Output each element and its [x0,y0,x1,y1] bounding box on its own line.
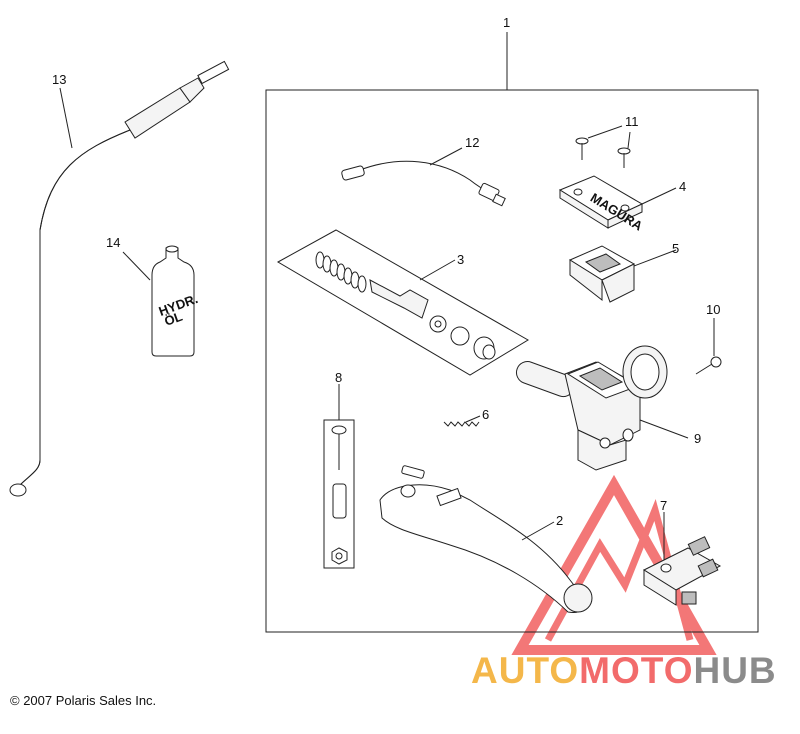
copyright-notice: © 2007 Polaris Sales Inc. [10,693,157,708]
hydraulic-oil-bottle: HYDR. ÖL [122,245,200,357]
watermark-text: AUTOMOTOHUB [471,650,777,692]
callout-13: 13 [52,72,66,87]
hydraulic-hose [9,60,230,497]
brake-lever [379,465,593,614]
callout-3: 3 [457,252,464,267]
callout-5: 5 [672,241,679,256]
kit-box [265,89,759,633]
master-cylinder [515,345,689,471]
callout-4: 4 [679,179,686,194]
callout-6: 6 [482,407,489,422]
clamp-bolt [695,318,722,375]
watermark-part-moto: MOTO [579,650,694,691]
svg-text:ÖL: ÖL [162,309,184,329]
callout-7: 7 [660,498,667,513]
cap-screws [575,125,631,168]
callout-1: 1 [503,15,510,30]
watermark-part-auto: AUTO [471,650,580,691]
brake-switch [642,512,722,606]
piston-kit [276,229,529,376]
callout-10: 10 [706,302,720,317]
callout-8: 8 [335,370,342,385]
callout-14: 14 [106,235,120,250]
callout-2: 2 [556,513,563,528]
pivot-kit [323,384,355,569]
callout-11: 11 [625,114,639,129]
return-spring [443,415,481,427]
watermark-part-hub: HUB [693,650,777,691]
diaphragm-holder [568,245,677,303]
reservoir-cap: MAGURA [558,175,677,234]
brake-switch-cable [341,147,506,207]
callout-12: 12 [465,135,479,150]
callout-9: 9 [694,431,701,446]
